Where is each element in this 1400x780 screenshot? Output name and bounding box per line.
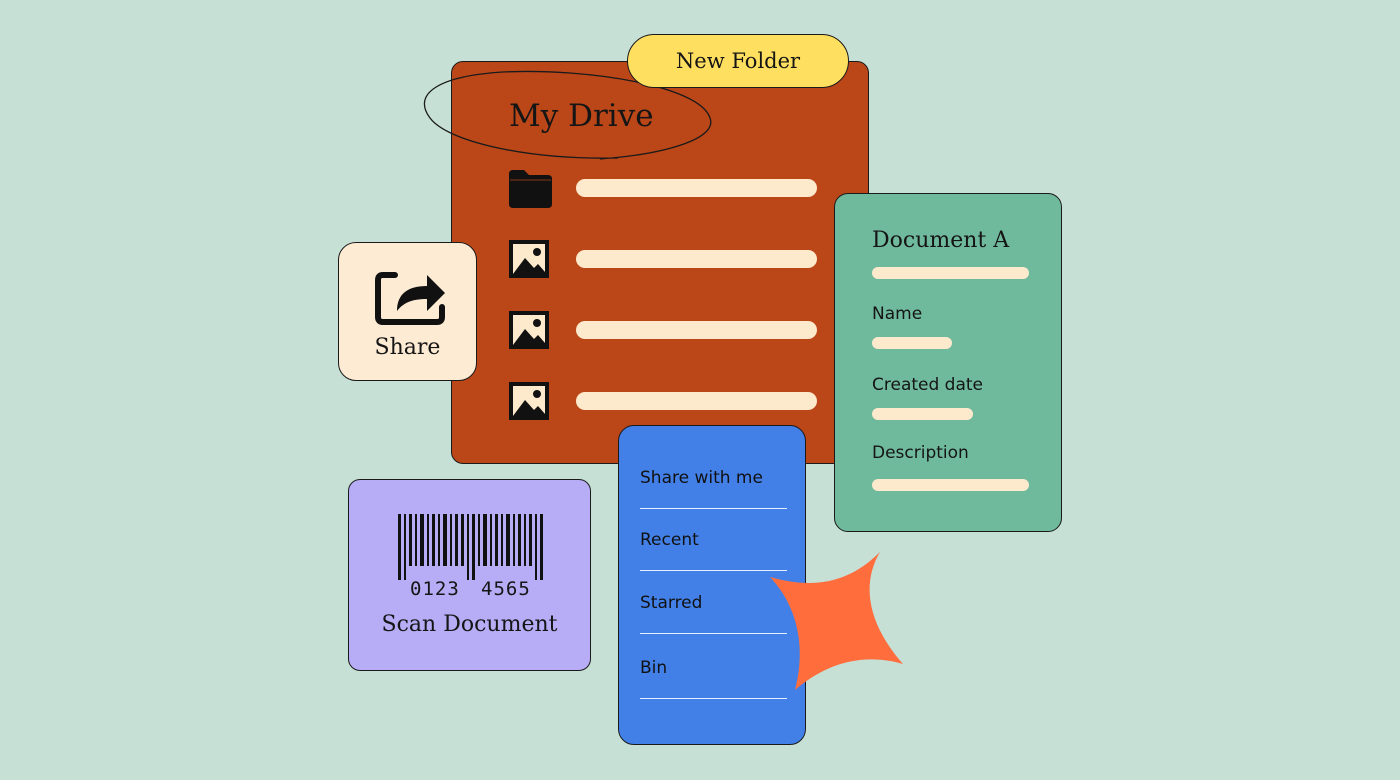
scan-document-label: Scan Document — [381, 612, 558, 637]
field-value-placeholder — [872, 408, 973, 420]
nav-item-label: Recent — [640, 530, 699, 550]
image-icon — [509, 311, 549, 349]
document-title-placeholder — [872, 267, 1029, 279]
barcode-icon — [398, 514, 543, 580]
my-drive-card: My Drive — [451, 61, 869, 464]
image-icon — [509, 382, 549, 420]
barcode-number-left: 0123 — [410, 578, 460, 600]
drive-title: My Drive — [509, 98, 654, 134]
field-label-created-date: Created date — [872, 375, 984, 395]
share-button[interactable]: Share — [338, 242, 477, 381]
nav-item-recent[interactable]: Recent — [640, 508, 787, 571]
file-row-image[interactable] — [508, 310, 838, 350]
field-value-placeholder — [872, 337, 952, 349]
nav-item-label: Bin — [640, 658, 668, 678]
nav-item-label: Starred — [640, 593, 703, 613]
navigation-menu: Share with me Recent Starred Bin — [618, 425, 806, 745]
file-row-folder[interactable] — [508, 168, 838, 208]
new-folder-button[interactable]: New Folder — [627, 34, 849, 88]
nav-item-share-with-me[interactable]: Share with me — [640, 446, 787, 509]
file-row-image[interactable] — [508, 381, 838, 421]
field-label-description: Description — [872, 443, 969, 463]
nav-item-starred[interactable]: Starred — [640, 571, 787, 634]
file-name-placeholder — [576, 179, 817, 197]
file-name-placeholder — [576, 392, 817, 410]
document-title: Document A — [872, 228, 1010, 253]
field-label-name: Name — [872, 304, 923, 324]
share-icon — [375, 272, 445, 325]
nav-item-label: Share with me — [640, 468, 763, 488]
sparkle-icon — [770, 552, 903, 690]
folder-icon — [509, 170, 552, 208]
file-row-image[interactable] — [508, 239, 838, 279]
scribble-ellipse — [423, 70, 712, 160]
nav-item-bin[interactable]: Bin — [640, 636, 787, 699]
file-name-placeholder — [576, 250, 817, 268]
field-value-placeholder — [872, 479, 1029, 491]
scan-document-button[interactable]: 0123 4565 Scan Document — [348, 479, 591, 671]
document-details-card: Document A Name Created date Description — [834, 193, 1062, 532]
barcode-number-right: 4565 — [481, 578, 531, 600]
file-name-placeholder — [576, 321, 817, 339]
share-label: Share — [374, 335, 441, 360]
image-icon — [509, 240, 549, 278]
